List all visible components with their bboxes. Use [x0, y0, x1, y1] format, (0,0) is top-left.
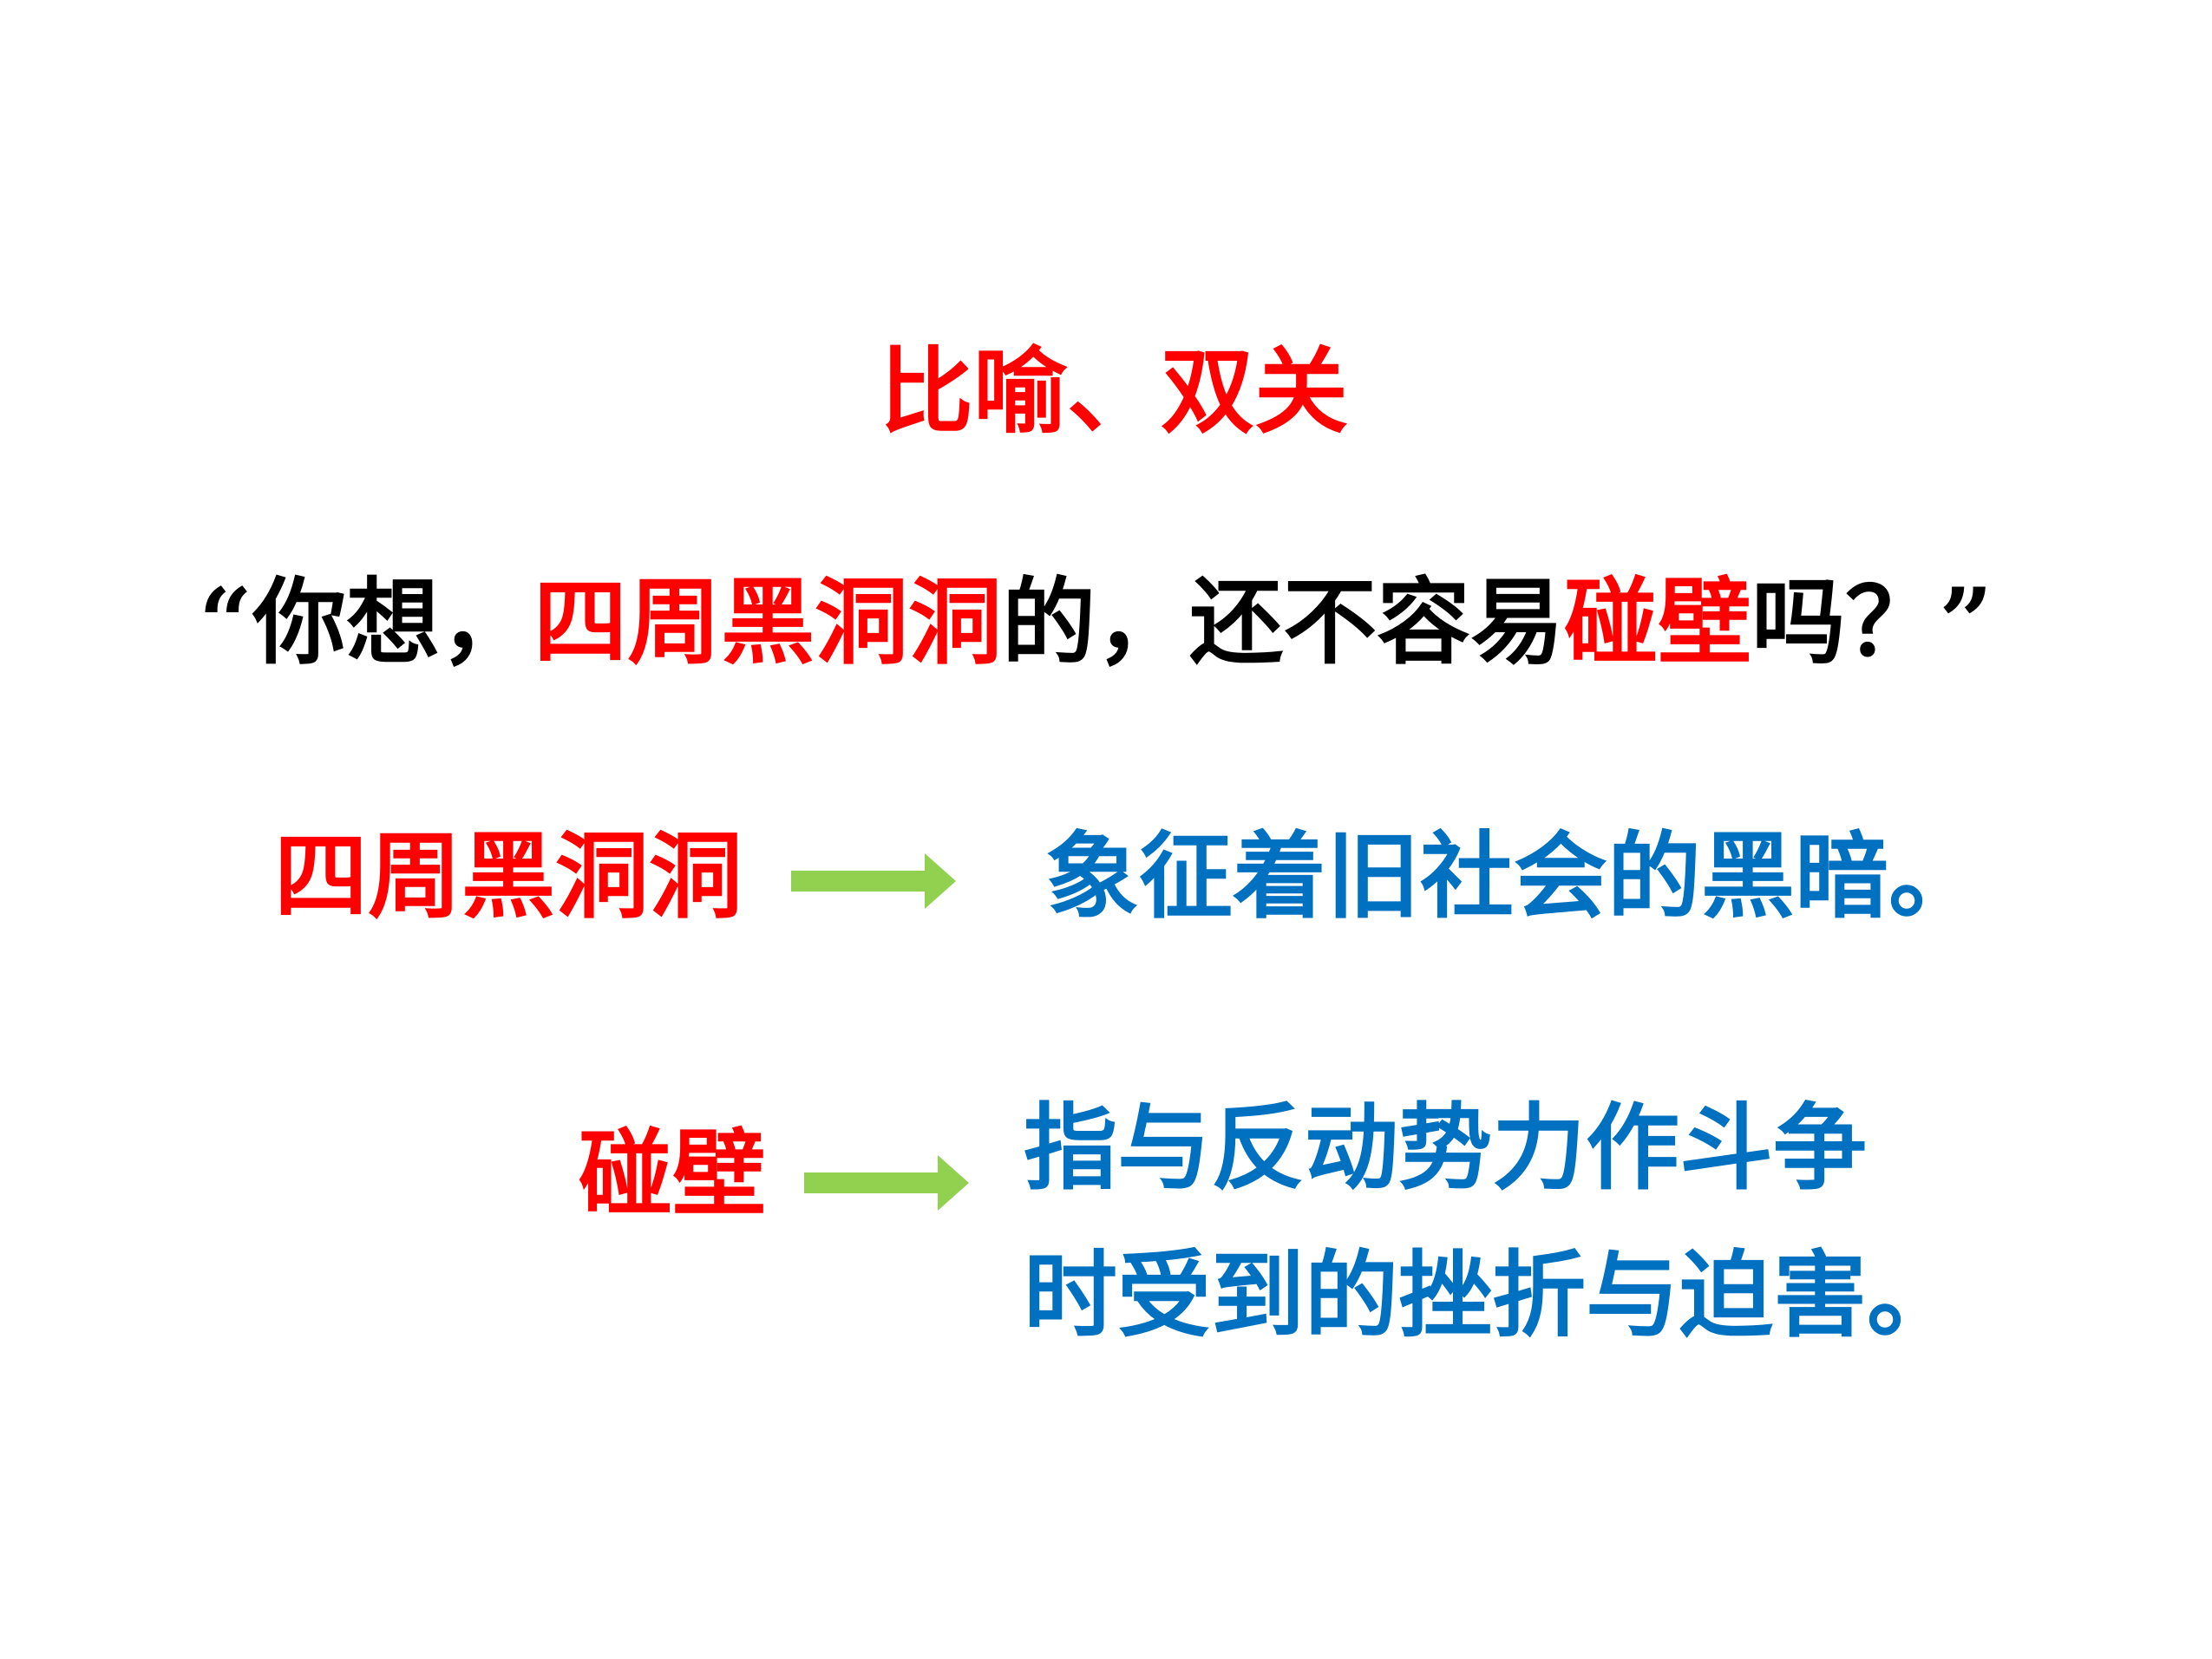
slide-title: 比喻、双关	[880, 337, 1349, 447]
term-label: 四周黑洞洞	[274, 822, 743, 931]
quote-highlight: 四周黑洞洞	[533, 568, 1003, 677]
close-quote: ”	[1939, 568, 1993, 677]
quote-highlight: 碰壁	[1564, 568, 1752, 677]
right-arrow-icon	[804, 1155, 969, 1211]
right-arrow-icon	[791, 853, 956, 909]
open-quote: “	[199, 568, 253, 677]
quote-part: 的，还不容易	[1002, 568, 1565, 677]
quote-sentence: “你想，四周黑洞洞的，还不容易碰壁吗？”	[199, 576, 1993, 669]
term-meaning: 象征着旧社会的黑暗。	[1045, 822, 1983, 931]
quote-part: 吗？	[1751, 568, 1940, 677]
term-meaning-line: 时受到的挫折与迫害。	[1024, 1241, 1961, 1350]
term-label: 碰壁	[579, 1120, 767, 1229]
quote-part: 你想，	[252, 568, 534, 677]
term-meaning-line: 指与反动势力作斗争	[1024, 1094, 1868, 1203]
